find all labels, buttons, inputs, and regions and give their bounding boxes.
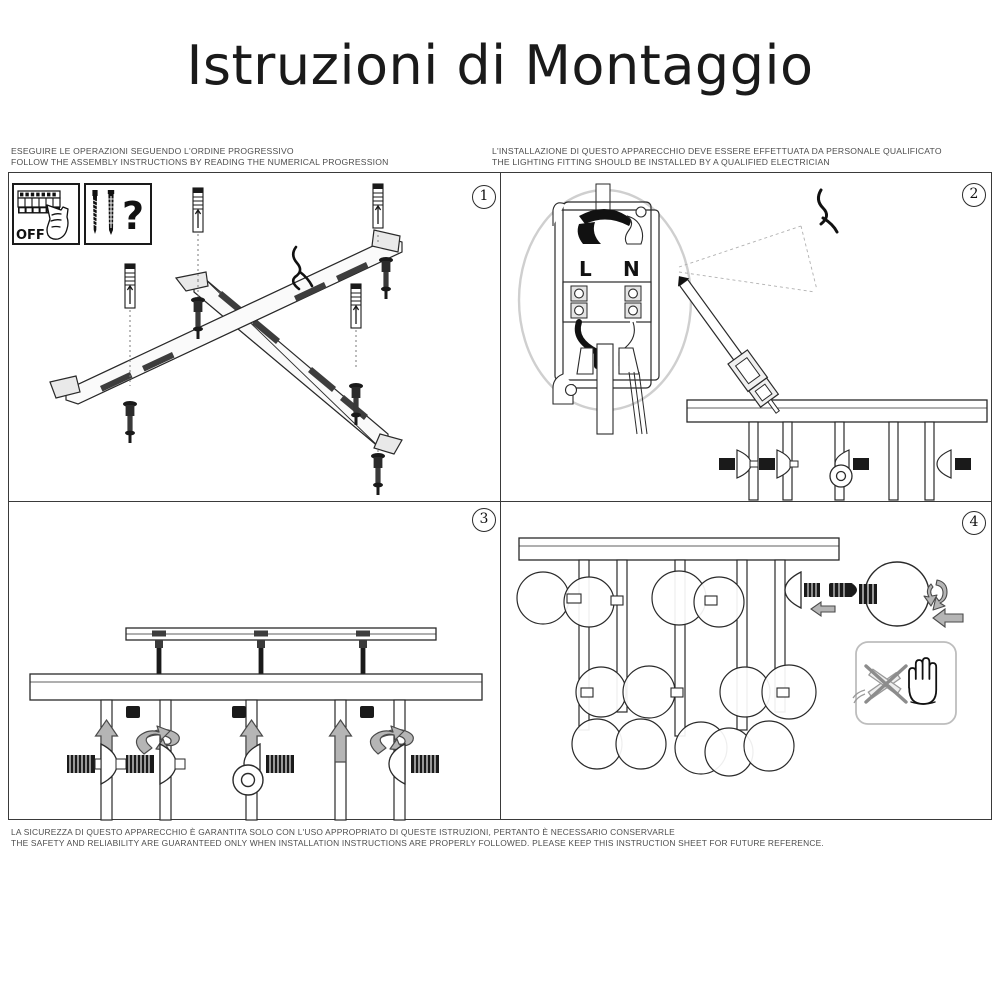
panel-badge-4: 4 xyxy=(962,511,986,535)
socket-fittings xyxy=(67,742,439,796)
insert-bulb-arrow xyxy=(810,600,836,618)
glass-globes xyxy=(516,570,817,777)
fixing-set-left xyxy=(123,263,137,443)
page-title: Istruzioni di Montaggio xyxy=(186,34,814,97)
terminal-neutral-label: N xyxy=(623,257,640,281)
socket-fittings xyxy=(719,449,971,488)
caption-top-right-english: THE LIGHTING FITTING SHOULD BE INSTALLED… xyxy=(492,156,830,167)
fixing-set-right xyxy=(349,283,363,425)
caption-bottom-english: THE SAFETY AND RELIABILITY ARE GUARANTEE… xyxy=(11,837,824,848)
canopy-plate xyxy=(686,399,988,423)
breaker-off-label: OFF xyxy=(16,228,45,243)
supply-cable xyxy=(291,245,314,291)
panel-badge-3: 3 xyxy=(472,508,496,532)
no-tools-use-hands-warning xyxy=(852,641,957,725)
fixing-set-bottom xyxy=(371,450,385,495)
hand-icon xyxy=(908,657,938,705)
bracket-bar xyxy=(125,627,437,641)
terminal-screws xyxy=(570,285,642,319)
panel-horizontal-divider xyxy=(8,501,992,503)
caption-top-left-italian: ESEGUIRE LE OPERAZIONI SEGUENDO L'ORDINE… xyxy=(11,146,294,156)
panel-badge-2: 2 xyxy=(962,183,986,207)
panel-2-drawing: L N xyxy=(501,172,991,501)
question-mark-label: ? xyxy=(122,194,144,238)
caption-top-right-italian: L'INSTALLAZIONE DI QUESTO APPARECCHIO DE… xyxy=(492,146,942,156)
cable-symbol xyxy=(816,188,839,234)
fixing-set-top-right xyxy=(372,183,393,299)
canopy-plate xyxy=(518,537,840,561)
locking-nuts xyxy=(126,706,374,718)
terminal-block: L N xyxy=(552,201,660,435)
push-globe-arrow xyxy=(932,607,964,629)
turn-arrows xyxy=(135,725,414,755)
panel-1-drawing xyxy=(8,172,500,500)
fixing-set-top-left xyxy=(191,187,205,339)
panel-3-drawing xyxy=(8,502,500,821)
mounting-bar-b xyxy=(49,229,403,405)
caption-bottom-italian: LA SICUREZZA DI QUESTO APPARECCHIO È GAR… xyxy=(11,827,675,837)
caption-top-left-english: FOLLOW THE ASSEMBLY INSTRUCTIONS BY READ… xyxy=(11,156,389,167)
suspension-rods xyxy=(578,559,786,737)
terminal-live-label: L xyxy=(579,257,592,281)
caption-bottom: LA SICUREZZA DI QUESTO APPARECCHIO È GAR… xyxy=(11,827,824,848)
globe-fitting-detail xyxy=(784,561,964,629)
screw-and-wallplug-icon: ? xyxy=(84,183,152,245)
panel-badge-1: 1 xyxy=(472,185,496,209)
globe-collars xyxy=(566,593,790,698)
rod-insertion xyxy=(677,276,781,414)
panel-4-drawing xyxy=(501,502,991,820)
caption-top-right: L'INSTALLAZIONE DI QUESTO APPARECCHIO DE… xyxy=(492,146,942,167)
turn-globe-arrow xyxy=(923,579,948,611)
panel-vertical-divider xyxy=(500,172,502,820)
breaker-off-icon: OFF xyxy=(12,183,80,245)
canopy-plate xyxy=(29,673,483,701)
caption-top-left: ESEGUIRE LE OPERAZIONI SEGUENDO L'ORDINE… xyxy=(11,146,389,167)
